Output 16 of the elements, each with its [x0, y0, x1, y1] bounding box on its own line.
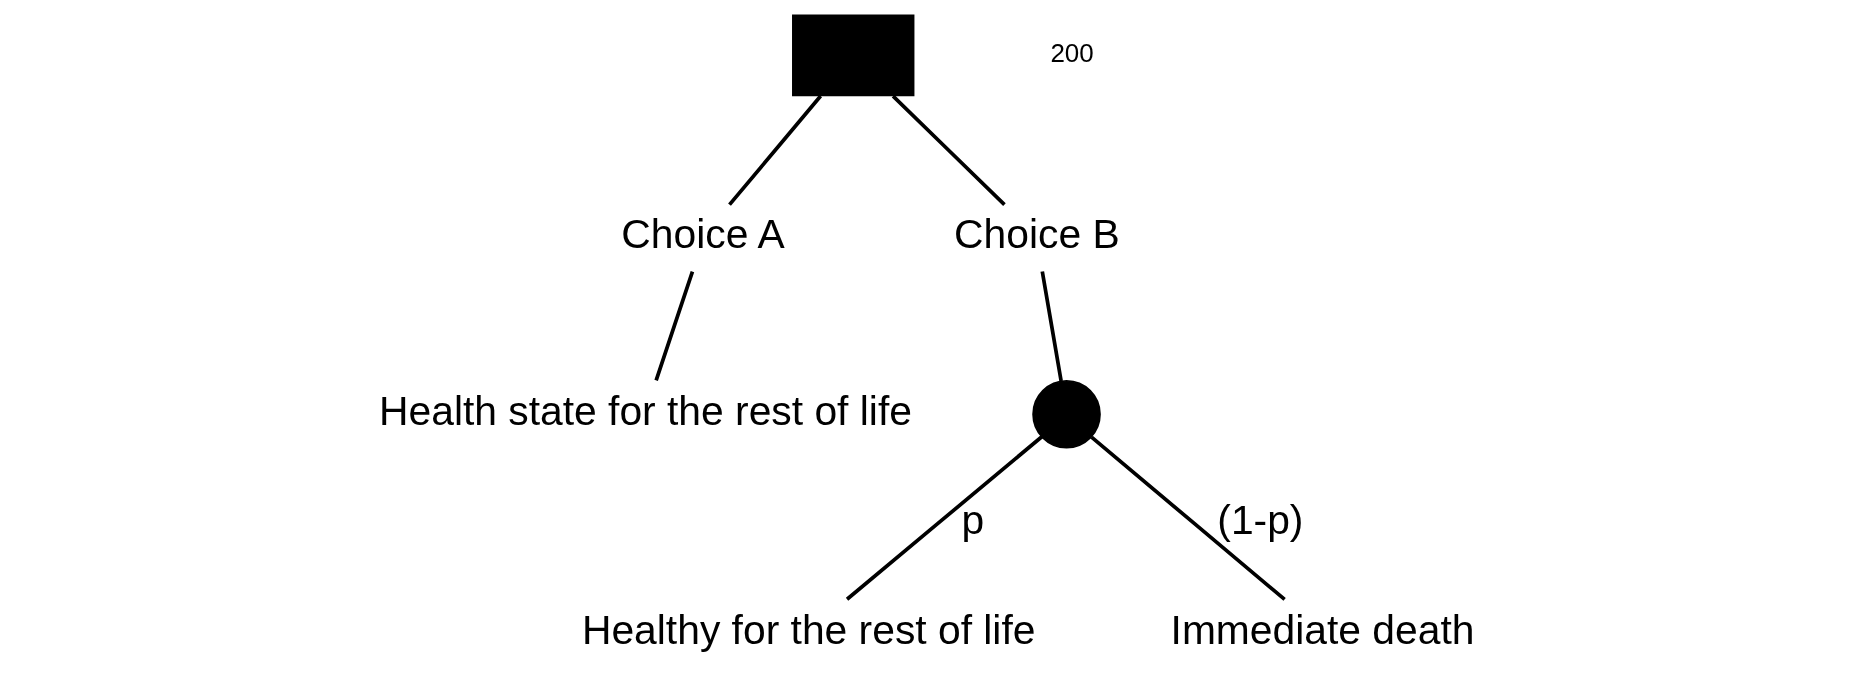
connector [1089, 435, 1286, 601]
node-text: Choice A [620, 211, 785, 258]
connector [653, 270, 694, 381]
node-text: Health state for the rest of life [378, 387, 912, 434]
connector [1039, 271, 1063, 382]
node-text: Healthy for the rest of life [581, 606, 1035, 653]
node-box [791, 14, 914, 97]
edge-label: (1-p) [1216, 497, 1303, 544]
node-circle [1031, 379, 1101, 449]
node-text: Immediate death [1170, 606, 1474, 653]
connector [727, 94, 822, 206]
connector [845, 435, 1043, 601]
node-text: Choice B [953, 211, 1120, 258]
connector [891, 94, 1006, 206]
edge-label: p [961, 497, 984, 544]
label: 200 [1049, 38, 1094, 69]
